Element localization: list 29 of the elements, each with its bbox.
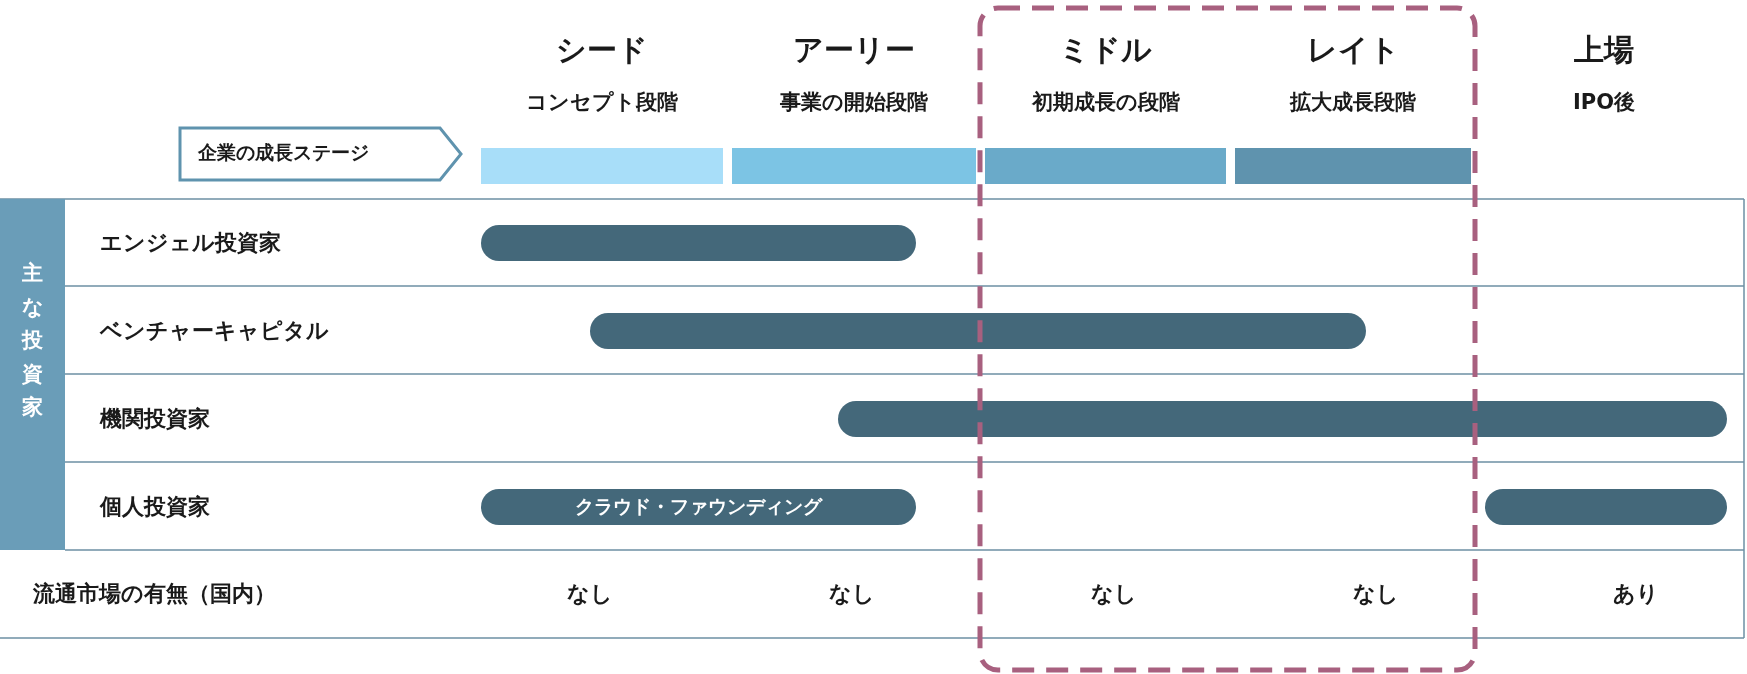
period-bar	[481, 225, 916, 261]
cell-text: なし	[566, 580, 614, 608]
stage-description: IPO後	[1571, 89, 1637, 116]
row-label: エンジェル投資家	[100, 229, 281, 257]
stage-description: 初期成長の段階	[1030, 89, 1181, 116]
tag-label: 企業の成長ステージ	[198, 140, 369, 165]
period-bar	[838, 401, 1727, 437]
stage-title: レイト	[1305, 31, 1401, 69]
row-label: 個人投資家	[100, 493, 210, 521]
bar-label: クラウド・ファウンディング	[575, 494, 822, 519]
stage-title: シード	[555, 31, 649, 69]
row-label: 機関投資家	[100, 405, 210, 433]
row-label: ベンチャーキャピタル	[100, 317, 329, 345]
cell-text: なし	[1352, 580, 1400, 608]
side-label: 主な投資家	[22, 260, 43, 422]
stage-description: コンセプト段階	[525, 89, 679, 116]
stage-title: アーリー	[792, 31, 916, 69]
cell-text: なし	[828, 580, 876, 608]
cell-text: なし	[1090, 580, 1138, 608]
stage-title: ミドル	[1058, 31, 1153, 69]
cell-text: あり	[1612, 580, 1660, 608]
stage-description: 拡大成長段階	[1288, 89, 1417, 116]
side-band	[0, 199, 65, 550]
period-bar	[1485, 489, 1727, 525]
period-bar	[481, 489, 916, 525]
row-label: 流通市場の有無（国内）	[33, 580, 276, 608]
stage-description: 事業の開始段階	[779, 89, 929, 116]
stage-title: 上場	[1573, 31, 1635, 69]
period-bar	[590, 313, 1366, 349]
